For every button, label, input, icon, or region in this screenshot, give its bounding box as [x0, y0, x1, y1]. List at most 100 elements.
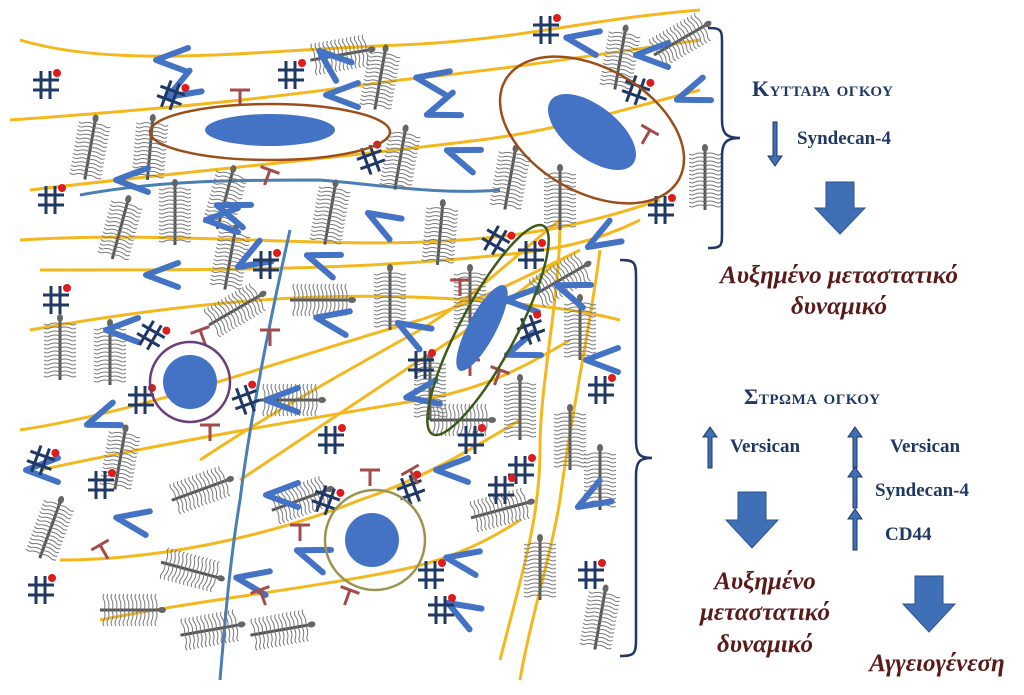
receptor-v-glyph [633, 40, 671, 70]
receptor-v-glyph [153, 45, 191, 75]
proteoglycan-glyph [469, 487, 535, 533]
receptor-v-glyph [583, 345, 621, 375]
receptor-v-glyph [303, 251, 345, 281]
receptor-v-glyph [23, 455, 61, 485]
block-arrow-bottom-left [724, 491, 780, 549]
t-glyph [190, 325, 210, 346]
receptor-v-glyph [263, 385, 301, 415]
syndecan-hash-glyph [648, 194, 676, 224]
receptor-v-glyph [313, 308, 353, 338]
stromal-cell-membrane-bottom [323, 488, 427, 592]
syndecan-hash-glyph [136, 320, 171, 351]
proteoglycan-glyph [180, 609, 246, 651]
receptor-v-glyph [113, 508, 153, 538]
trend-arrows [702, 121, 863, 551]
stromal-cell-membrane-elongated [426, 223, 550, 437]
stroma-left-outcome: Αυξημένο μεταστατικό δυναμικό [680, 566, 850, 660]
syndecan-hash-glyph [588, 374, 616, 404]
stroma-right-marker-cd44: CD44 [885, 524, 932, 545]
proteoglycan-glyph [69, 114, 111, 180]
t-glyph [490, 365, 510, 386]
stroma-right-marker-syndecan: Syndecan-4 [875, 480, 969, 501]
t-glyph [250, 585, 270, 606]
syndecan-hash-glyph [508, 454, 536, 484]
stromal-cell-nucleus-left [163, 355, 217, 409]
tumor-cell-membrane-top [148, 102, 392, 162]
receptor-v-glyph [673, 74, 715, 104]
syndecan-hash-glyph [318, 424, 346, 454]
syndecan-hash-glyph [231, 380, 261, 416]
syndecan-hash-glyph [38, 184, 66, 214]
stromal-cell-nucleus-bottom [345, 513, 399, 567]
proteoglycan-glyph [97, 195, 143, 261]
t-glyph [340, 585, 360, 606]
upper-brace [707, 26, 741, 250]
receptor-v-glyph [574, 477, 615, 510]
proteoglycan-glyph [359, 44, 401, 110]
blue-fibers [79, 178, 501, 681]
syndecan-hash-glyph [28, 574, 56, 604]
proteoglycan-glyph [43, 314, 77, 380]
proteoglycan-glyph [563, 294, 597, 360]
syndecan-hash-glyph [488, 474, 516, 504]
receptor-v-glyph [413, 68, 453, 98]
proteoglycan-glyph [100, 593, 166, 627]
tumor-cell-nucleus-right [548, 93, 636, 171]
stroma-left-outcome-line2: μεταστατικό [699, 599, 831, 627]
proteoglycan-glyph [430, 403, 496, 437]
up-arrow-versican-right [847, 426, 863, 469]
receptor-v-glyph [113, 165, 151, 195]
stroma-left-marker-versican: Versican [730, 436, 801, 457]
t-glyph [360, 468, 380, 486]
syndecan-hash-glyph [428, 594, 456, 624]
syndecan-hash-glyph [156, 79, 190, 111]
receptor-v-glyph [293, 546, 335, 576]
stromal-cell-nucleus-elongated [456, 285, 508, 371]
receptor-v-glyph [164, 67, 205, 100]
down-arrow-syndecan [767, 121, 783, 167]
up-arrow-versican-left [702, 426, 718, 469]
syndecan-hash-glyph [518, 239, 546, 269]
tumor-stroma-title: Στρωμα ογκου [744, 384, 881, 409]
syndecan-hash-glyph [26, 444, 60, 476]
syndecan-hash-glyph [43, 284, 71, 314]
proteoglycan-glyph [421, 199, 459, 266]
syndecan-hash-glyph [278, 59, 306, 89]
tumor-cells-marker-syndecan: Syndecan-4 [797, 128, 891, 149]
syndecan-hash-glyph [533, 14, 561, 44]
stroma-right-outcome: Αγγειογένεση [869, 650, 1005, 677]
proteoglycan-glyph [599, 24, 641, 90]
receptor-v-glyph [316, 48, 355, 84]
stroma-right-marker-versican: Versican [890, 436, 961, 457]
proteoglycan-glyph [688, 144, 722, 210]
receptor-v-glyph [443, 146, 485, 176]
proteoglycan-glyph [543, 164, 577, 230]
block-arrows [724, 181, 957, 633]
receptor-v-glyph [213, 201, 255, 231]
t-glyph [640, 123, 660, 145]
up-arrow-syndecan [847, 466, 863, 509]
proteoglycan-glyph [489, 144, 531, 210]
syndecan-hash-glyph [128, 384, 156, 414]
braces [619, 26, 741, 658]
receptor-v-glyph [103, 315, 141, 345]
tumor-cells-outcome: Αυξημένο μεταστατικό δυναμικό [654, 260, 1024, 323]
t-glyph [200, 423, 220, 441]
syndecan-hash-glyph [458, 424, 486, 454]
syndecan-hash-glyph [418, 559, 446, 589]
syndecan-hash-glyph [408, 349, 436, 379]
stromal-cell-membrane-left [148, 340, 232, 424]
stroma-left-outcome-line1: Αυξημένο [714, 568, 816, 595]
receptor-v-glyph [143, 260, 181, 290]
proteoglycan-molecules [25, 13, 722, 651]
proteoglycan-glyph [250, 609, 316, 651]
block-arrow-top [813, 181, 867, 235]
receptor-v-glyph [433, 455, 471, 485]
t-shaped-glyphs [90, 88, 660, 606]
receptor-v-glyph [443, 548, 483, 578]
t-glyph [400, 463, 420, 485]
receptor-v-glyph [423, 89, 465, 119]
proteoglycan-glyph [373, 264, 407, 330]
syndecan-hash-glyph [481, 225, 516, 256]
